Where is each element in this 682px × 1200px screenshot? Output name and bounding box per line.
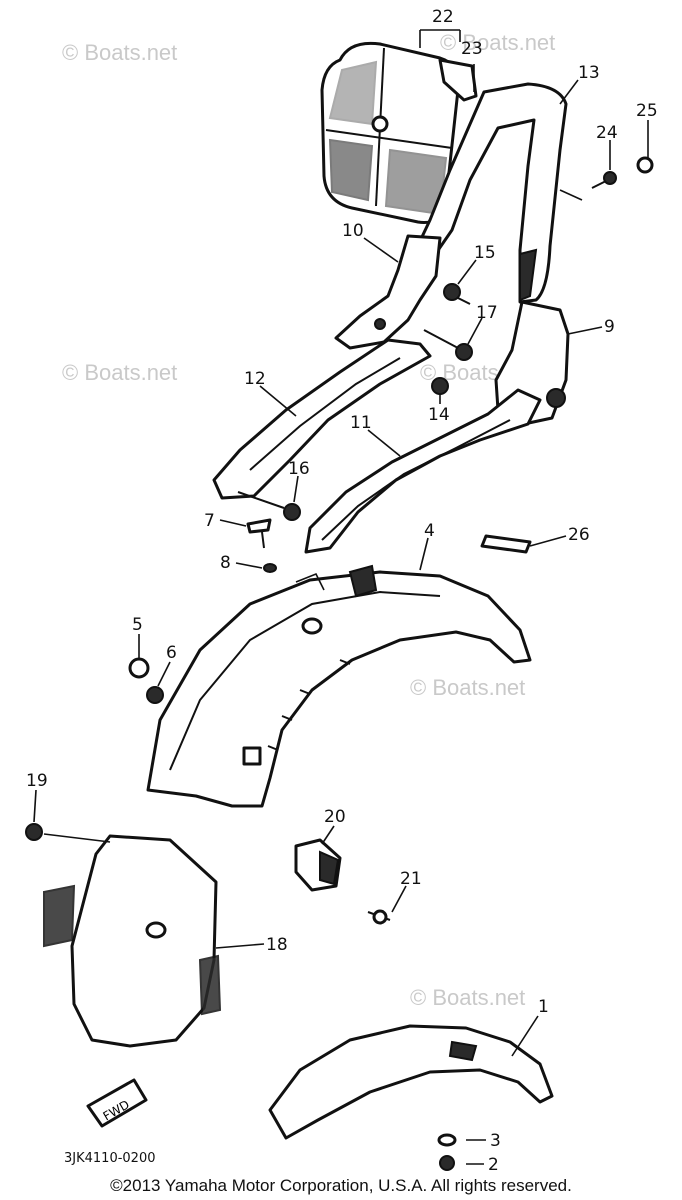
callout-15: 15 — [474, 243, 496, 263]
backrest-pad — [320, 41, 460, 225]
callout-20: 20 — [324, 807, 346, 827]
callout-10: 10 — [342, 221, 364, 241]
callout-25: 25 — [636, 101, 658, 121]
drawing-code: 3JK4110-0200 — [64, 1151, 156, 1166]
callout-24: 24 — [596, 123, 618, 143]
callout-23: 23 — [461, 39, 483, 59]
watermark: © Boats.net — [440, 30, 555, 55]
callout-16: 16 — [288, 459, 310, 479]
right-grab-rail — [304, 388, 542, 554]
callout-2: 2 — [488, 1155, 499, 1175]
callout-14: 14 — [428, 405, 450, 425]
pad-bracket — [438, 58, 478, 102]
callout-22: 22 — [432, 7, 454, 27]
callout-13: 13 — [578, 63, 600, 83]
fasteners — [25, 156, 654, 1171]
callout-9: 9 — [604, 317, 615, 337]
callout-7: 7 — [204, 511, 215, 531]
callout-21: 21 — [400, 869, 422, 889]
callout-labels: 22 23 13 24 25 10 15 17 9 12 14 11 16 7 … — [26, 7, 658, 1175]
callout-5: 5 — [132, 615, 143, 635]
callout-3: 3 — [490, 1131, 501, 1151]
callout-8: 8 — [220, 553, 231, 573]
left-side-plate — [334, 234, 442, 350]
emblem-strip — [480, 534, 532, 554]
front-fender — [268, 1024, 554, 1140]
rear-fender — [146, 564, 532, 808]
leader-lines — [33, 29, 649, 1165]
watermark: © Boats.net — [410, 985, 525, 1010]
watermark: © Boats.net — [410, 675, 525, 700]
callout-1: 1 — [538, 997, 549, 1017]
inner-fender — [43, 834, 222, 1048]
callout-19: 19 — [26, 771, 48, 791]
backrest-frame — [410, 82, 568, 304]
left-grab-rail — [212, 338, 432, 500]
callout-6: 6 — [166, 643, 177, 663]
callout-4: 4 — [424, 521, 435, 541]
forward-arrow: FWD — [86, 1078, 148, 1128]
callout-18: 18 — [266, 935, 288, 955]
callout-17: 17 — [476, 303, 498, 323]
callout-11: 11 — [350, 413, 372, 433]
copyright-notice: ©2013 Yamaha Motor Corporation, U.S.A. A… — [110, 1176, 572, 1195]
taillight-bracket — [294, 838, 342, 892]
watermark: © Boats.net — [62, 360, 177, 385]
callout-12: 12 — [244, 369, 266, 389]
callout-26: 26 — [568, 525, 590, 545]
watermark: © Boats.net — [62, 40, 177, 65]
